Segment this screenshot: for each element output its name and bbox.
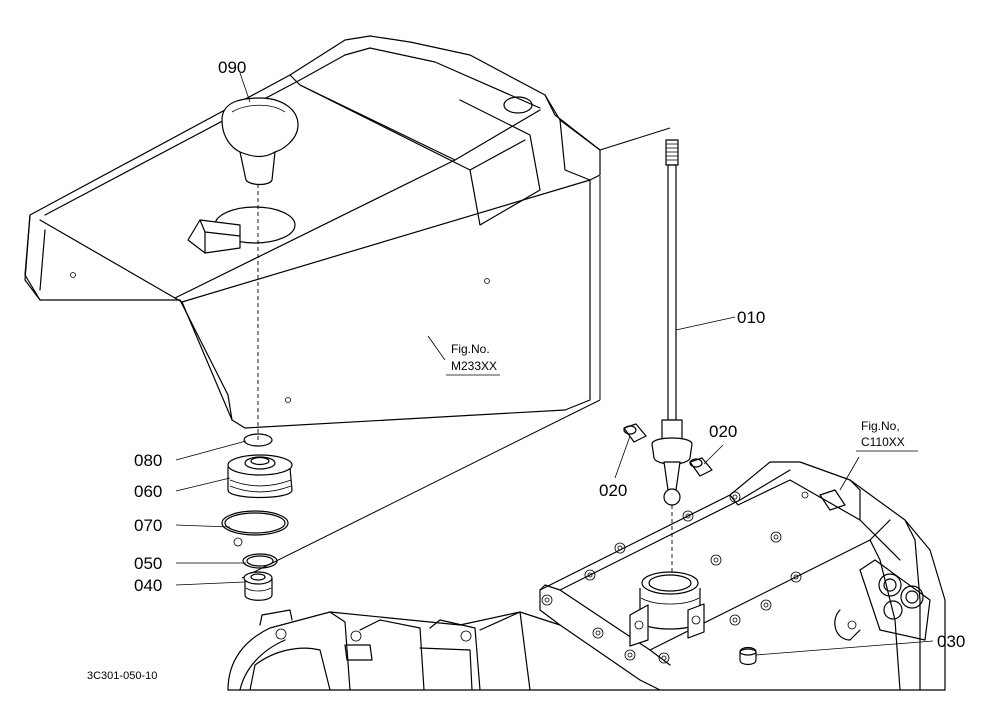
label-060: 060 <box>134 482 162 501</box>
pin-020-left <box>623 423 647 443</box>
housing-060 <box>227 454 293 499</box>
bushing-040 <box>243 571 273 601</box>
transmission-case <box>539 461 946 691</box>
reference-c110: Fig.No, C110XX <box>856 419 918 452</box>
leader-lines <box>175 72 934 656</box>
lower-housing <box>227 609 946 691</box>
ref-c110-line2: C110XX <box>861 435 905 449</box>
label-010: 010 <box>737 308 765 327</box>
snap-ring-080 <box>243 433 273 447</box>
ref-m233-line1: Fig.No. <box>451 342 490 356</box>
shift-knob <box>221 97 299 186</box>
label-020-right: 020 <box>709 422 737 441</box>
diagram-code: 3C301-050-10 <box>87 670 157 682</box>
o-ring-070 <box>221 510 289 547</box>
snap-ring-050 <box>242 553 278 569</box>
label-020-left: 020 <box>599 481 627 500</box>
label-090: 090 <box>218 58 246 77</box>
label-050: 050 <box>134 554 162 573</box>
reference-m233: Fig.No. M233XX <box>446 342 500 376</box>
label-040: 040 <box>134 576 162 595</box>
mounting-plate <box>241 127 671 579</box>
pin-020-right <box>689 457 713 477</box>
ref-c110-line1: Fig.No, <box>861 419 900 433</box>
shift-lever-rod <box>651 139 693 575</box>
label-070: 070 <box>134 516 162 535</box>
top-cover-panel <box>24 35 601 429</box>
ref-m233-line2: M233XX <box>451 359 497 373</box>
label-080: 080 <box>134 451 162 470</box>
label-030: 030 <box>937 632 965 651</box>
